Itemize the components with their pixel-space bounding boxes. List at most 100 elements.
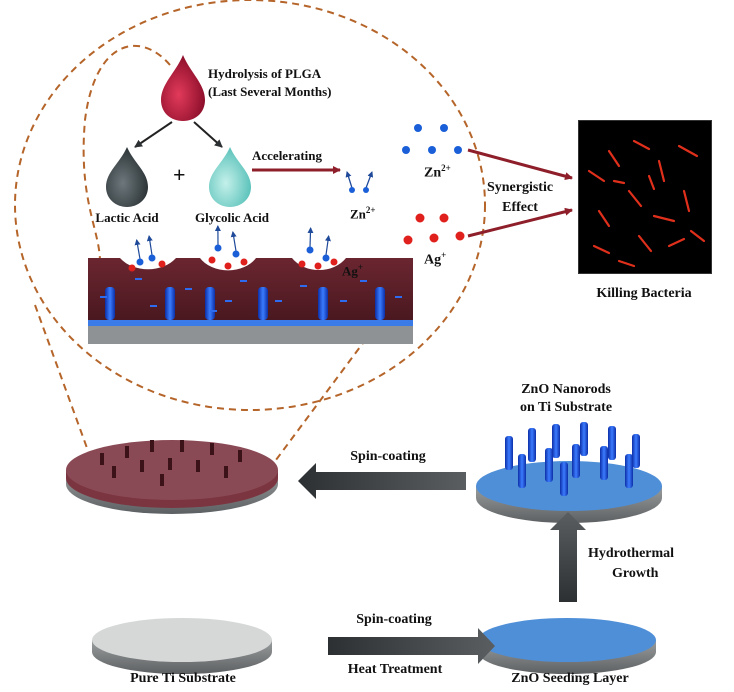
zoom-ellipse [15,0,485,410]
spin-coating-top-label: Spin-coating [350,449,425,465]
bacterium [589,171,604,181]
plga-rod [210,443,214,455]
embedded-ion [240,280,247,282]
ag-ion-dot [331,259,338,266]
ag-ion-label: Ag+ [424,250,446,269]
disk-nanorod [518,454,526,488]
zn-ion-dot [215,245,222,252]
glycolic-acid-drop-icon [209,147,251,207]
embedded-ion [210,310,217,312]
synergistic-label-1: Synergistic [487,180,553,196]
bacterium [614,181,624,183]
plga-rod [150,440,154,452]
accelerating-label: Accelerating [252,148,322,164]
lactic-acid-label: Lactic Acid [95,210,158,226]
plga-rod [168,458,172,470]
bacterium [659,161,664,181]
pure-ti-label: Pure Ti Substrate [130,671,236,687]
ag-small-text: Ag [342,263,358,278]
arrow-spincoat-step [298,463,466,499]
zn-small-charge: 2+ [366,205,376,215]
plus-sign: + [173,162,186,188]
hydrolysis-title: Hydrolysis of PLGA [208,66,321,82]
spin-coating-bottom-label: Spin-coating [356,612,431,628]
disk-nanorod [545,448,553,482]
disk-nanorod [528,428,536,462]
embedded-ion [185,288,192,290]
section-nanorod [375,287,385,320]
ag-small-charge: + [358,262,363,272]
zn-ion-dot [137,259,144,266]
zn-to-bacteria-arrow [468,150,572,178]
embedded-ion [225,300,232,302]
ag-ion-text: Ag [424,253,441,268]
ion-arrow [310,228,311,247]
bacterium [691,231,704,241]
section-nanorod [205,287,215,320]
plga-rod [160,474,164,486]
embedded-ion [100,296,107,298]
plga-drop-icon [161,55,205,121]
disk-nanorod [600,446,608,480]
disk-nanorod [580,422,588,456]
killing-bacteria-label: Killing Bacteria [596,286,691,302]
zno-nanorods-label-1: ZnO Nanorods [521,382,611,398]
zno-seeding-disk [478,618,656,674]
plga-rod [125,446,129,458]
disk-nanorod [625,454,633,488]
embedded-ion [135,278,142,280]
ag-ion-dot [241,259,248,266]
zn-release-icon [347,172,372,193]
ag-ion-dot [209,257,216,264]
plga-rod [238,450,242,462]
ag-ion-dot [225,263,232,270]
bacterium [654,216,674,221]
disk-nanorod [572,444,580,478]
disk-nanorod [608,426,616,460]
bacterium [609,151,619,166]
plga-rod [100,453,104,465]
zno-nanorods-label-2: on Ti Substrate [520,400,612,416]
zn-small-text: Zn [350,206,366,221]
embedded-ion [395,296,402,298]
plga-rod [224,466,228,478]
coating-cross-section [88,258,413,344]
ion-arrow [326,236,329,255]
embedded-ion [300,285,307,287]
zn-ion-text: Zn [424,166,441,181]
plga-rod [140,460,144,472]
ag-ion-dot [299,261,306,268]
section-nanorod [318,287,328,320]
disk-nanorod [560,462,568,496]
bacterium [599,211,609,226]
bacterium [619,261,634,266]
ag-ion-dot [159,261,166,268]
bacterium [639,236,651,251]
ion-arrow [149,236,152,255]
zoom-line-left [35,305,95,470]
bacterium [634,141,649,149]
lactic-acid-drop-icon [106,147,148,207]
synergistic-label-2: Effect [502,200,538,216]
zn-ion-dot [149,255,156,262]
embedded-ion [150,305,157,307]
disk-nanorod [632,434,640,468]
ion-arrow [233,232,236,251]
heat-treatment-label: Heat Treatment [348,662,442,678]
zn-ion-dot [323,255,330,262]
bacteria-icon [579,121,711,273]
bacterium [669,239,684,246]
plga-rod [196,460,200,472]
arrow-hydrothermal-step [550,512,586,602]
hydrolysis-subtitle: (Last Several Months) [208,84,332,100]
ag-ion-dot [129,265,136,272]
arrow-seed-step [328,628,495,664]
bacterium [594,246,609,253]
ag-ion-dot [315,263,322,270]
disk-nanorod [552,424,560,458]
bacterium [679,146,697,156]
branch-arrow-lactic [135,122,172,147]
disk-nanorod [505,436,513,470]
bacterium [629,191,641,206]
